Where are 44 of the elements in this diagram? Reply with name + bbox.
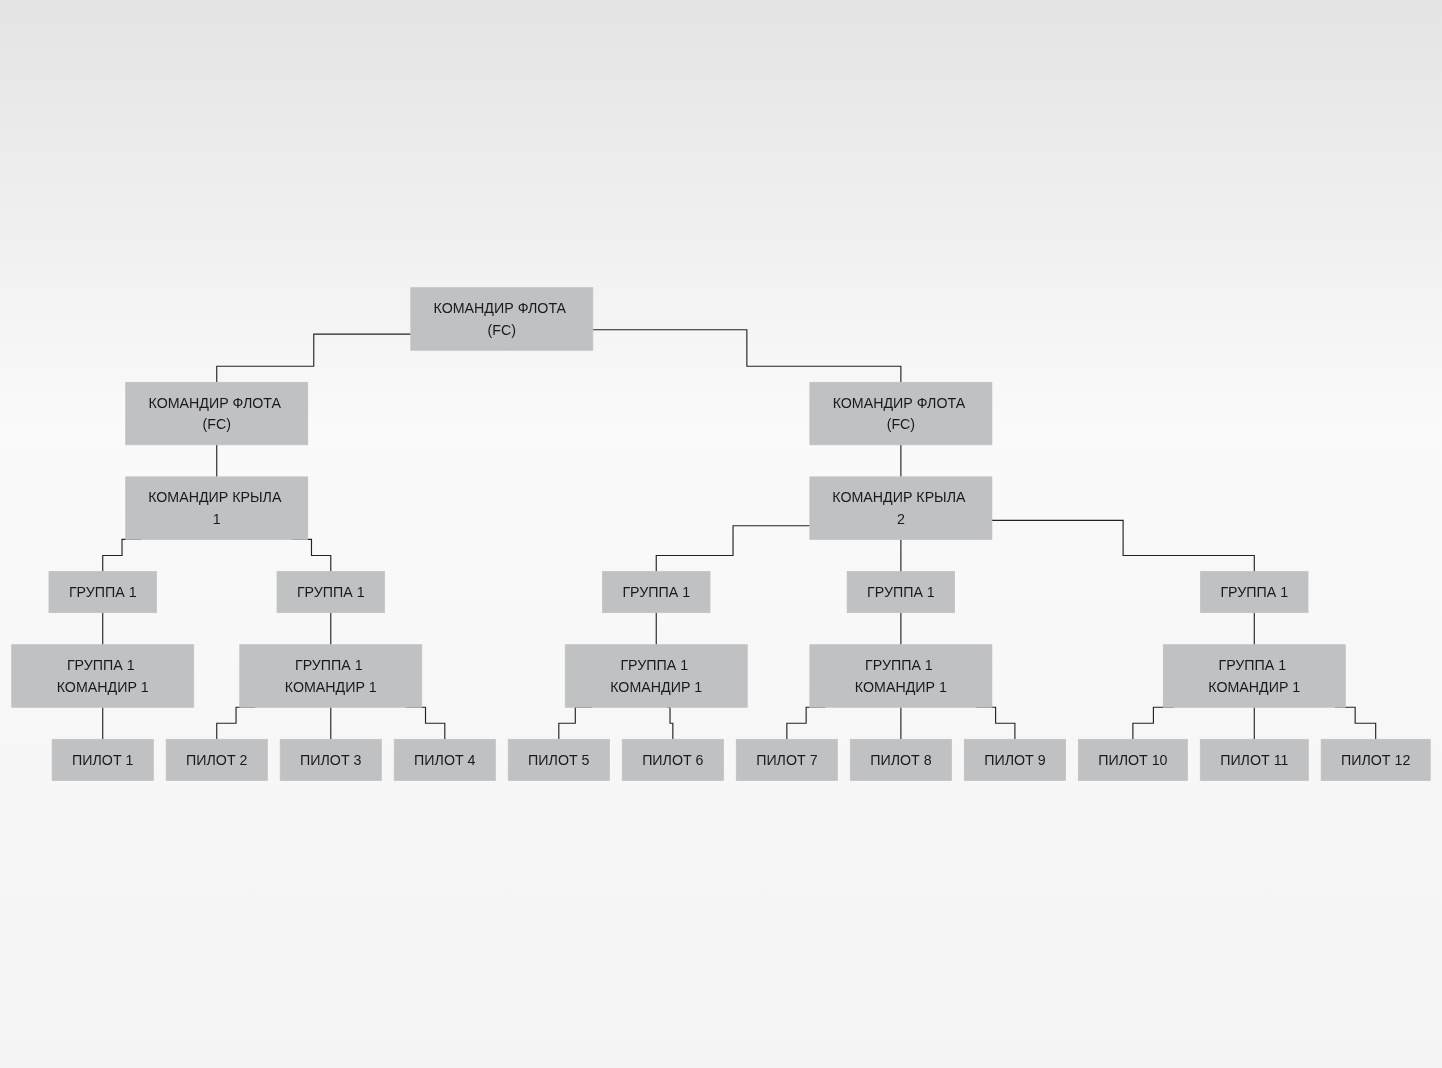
connector	[216, 444, 218, 478]
node-box: ПИЛОТ 11	[1199, 738, 1309, 781]
node-box: ПИЛОТ 6	[621, 738, 724, 781]
connector	[592, 329, 902, 383]
connector	[330, 612, 332, 646]
node-box: ГРУППА 1 КОМАНДИР 1	[1162, 644, 1346, 708]
connector	[900, 706, 902, 740]
node-box: ГРУППА 1	[276, 571, 385, 613]
connector	[991, 519, 1255, 572]
node-box: ПИЛОТ 5	[507, 738, 610, 781]
node-box: ПИЛОТ 12	[1320, 738, 1431, 781]
node-box: ГРУППА 1	[1200, 571, 1309, 613]
node-box: ПИЛОТ 7	[735, 738, 838, 781]
node-box: ПИЛОТ 9	[963, 738, 1066, 781]
node-box: ГРУППА 1 КОМАНДИР 1	[564, 644, 748, 708]
node-box: ГРУППА 1 КОМАНДИР 1	[11, 644, 195, 708]
connector	[900, 538, 902, 572]
node-box: ПИЛОТ 1	[51, 738, 154, 781]
node-box: КОМАНДИР ФЛОТА (FC)	[410, 287, 594, 351]
connector	[655, 612, 657, 646]
node-box: ГРУППА 1	[48, 571, 157, 613]
node-box: КОМАНДИР КРЫЛА 1	[125, 476, 309, 540]
node-box: ГРУППА 1	[846, 571, 955, 613]
connector	[900, 612, 902, 646]
node-box: ГРУППА 1	[602, 571, 711, 613]
node-box: ПИЛОТ 4	[393, 738, 496, 781]
node-box: ПИЛОТ 10	[1077, 738, 1188, 781]
node-box: КОМАНДИР ФЛОТА (FC)	[809, 381, 993, 446]
connector	[666, 706, 674, 740]
node-box: КОМАНДИР КРЫЛА 2	[809, 476, 993, 540]
connector	[102, 706, 104, 740]
connector	[330, 706, 332, 740]
node-box: ПИЛОТ 2	[165, 738, 268, 781]
connector	[900, 444, 902, 478]
node-box: ПИЛОТ 3	[279, 738, 382, 781]
node-box: КОМАНДИР ФЛОТА (FC)	[125, 381, 309, 446]
connector	[102, 612, 104, 646]
node-box: ГРУППА 1 КОМАНДИР 1	[239, 644, 423, 708]
connector	[1253, 612, 1255, 646]
connector	[655, 525, 811, 572]
connector	[216, 333, 412, 383]
connector	[1253, 706, 1255, 740]
node-box: ГРУППА 1 КОМАНДИР 1	[809, 644, 993, 708]
node-box: ПИЛОТ 8	[849, 738, 952, 781]
